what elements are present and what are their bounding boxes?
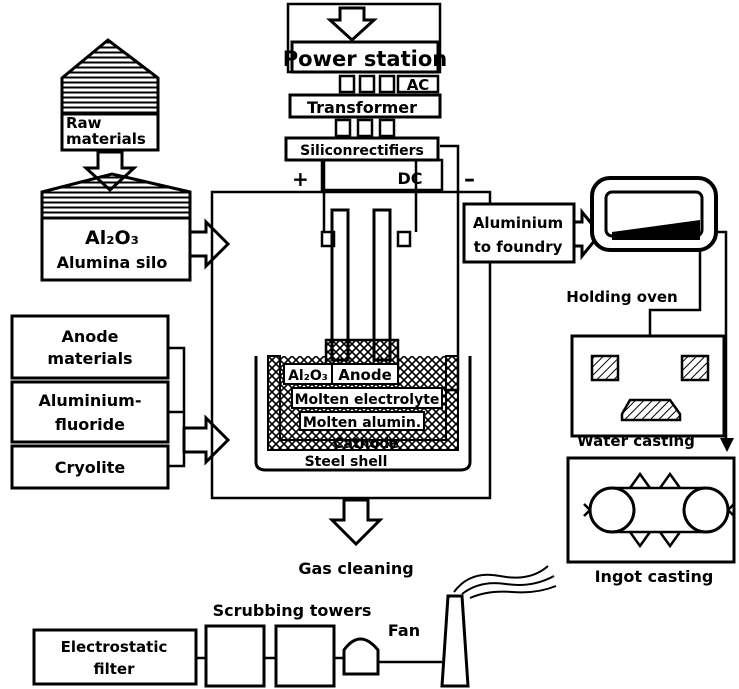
alumina-silo-box (40, 216, 192, 282)
molten-electrolyte-label: Molten electrolyte (295, 392, 440, 408)
foundry: Aluminium to foundry Holding oven Water … (462, 176, 736, 586)
aluminium-to-foundry-label-1: Aluminium (473, 214, 563, 232)
ac-label: AC (407, 76, 430, 94)
gas-cleaning-arrow-icon (328, 498, 384, 547)
scrubbing-tower-2 (274, 624, 336, 688)
chimney-icon (440, 594, 470, 688)
electrostatic-filter-label-2: filter (93, 660, 135, 678)
ingot-casting-machine (583, 471, 735, 549)
aluminium-to-foundry-label-2: to foundry (474, 238, 563, 256)
electrolysis-enclosure (210, 190, 492, 500)
molten-alumin-label: Molten alumin. (303, 415, 421, 431)
anode-materials-box (10, 314, 170, 380)
transformer-label: Transformer (307, 98, 417, 117)
electrolytic-cell: Al₂O₃ Anode Molten electrolyte Molten al… (254, 160, 472, 472)
to-foundry-arrow-icon (572, 207, 602, 261)
cathode-label: Cathode (333, 436, 399, 452)
cryolite-box (10, 444, 170, 490)
alumina-silo-label: Alumina silo (57, 253, 168, 272)
additives-to-cell-arrow-icon (182, 414, 231, 466)
aluminium-fluoride-box (10, 380, 170, 444)
scrubbing-tower-1 (204, 624, 266, 688)
aluminium-fluoride-label-2: fluoride (55, 415, 125, 434)
al2o3-label: Al₂O₃ (85, 227, 139, 249)
electrostatic-filter-box (32, 628, 198, 686)
power-station-box (290, 40, 440, 74)
transformer-box (288, 93, 442, 119)
cryolite-label: Cryolite (55, 458, 126, 477)
silo-to-cell-arrow-icon (188, 218, 231, 270)
fan-label: Fan (388, 621, 420, 640)
anode-rod-right (372, 208, 392, 362)
holding-oven-label: Holding oven (566, 288, 677, 306)
power-station-label: Power station (283, 47, 447, 71)
holding-oven (590, 176, 718, 252)
anode-materials-label-2: materials (47, 349, 132, 368)
fan-icon (342, 637, 380, 676)
water-casting-label: Water casting (577, 432, 695, 450)
to-ingot-arrow-icon (720, 438, 734, 452)
anode-materials-label-1: Anode (61, 327, 118, 346)
additives: Anode materials Aluminium- fluoride Cryo… (10, 314, 231, 490)
power-supply: Power station AC Transformer Siliconrect… (283, 2, 475, 392)
gas-cleaning-train: Scrubbing towers Electrostatic filter Fa… (32, 565, 557, 688)
silicon-rectifiers-label: Siliconrectifiers (300, 143, 424, 159)
plus-label: + (292, 167, 309, 191)
electrostatic-filter-label-1: Electrostatic (61, 638, 168, 656)
steel-shell-label: Steel shell (305, 454, 388, 470)
raw-materials-label-2: materials (66, 130, 146, 148)
anode-label: Anode (338, 366, 392, 384)
scrubbing-towers-label: Scrubbing towers (213, 601, 372, 620)
minus-label: – (464, 167, 475, 192)
ingot-casting-label: Ingot casting (595, 567, 714, 586)
raw-materials-silo: Raw materials Al₂O₃ Alumina silo (40, 38, 231, 282)
raw-materials-label-1: Raw (66, 114, 102, 132)
dc-label: DC (397, 169, 422, 188)
smoke-icon (453, 565, 557, 599)
aluminium-fluoride-label-1: Aluminium- (39, 391, 142, 410)
cell-al2o3-label: Al₂O₃ (288, 368, 328, 384)
power-input-arrow-icon (326, 6, 378, 43)
gas-cleaning-label: Gas cleaning (298, 559, 413, 578)
